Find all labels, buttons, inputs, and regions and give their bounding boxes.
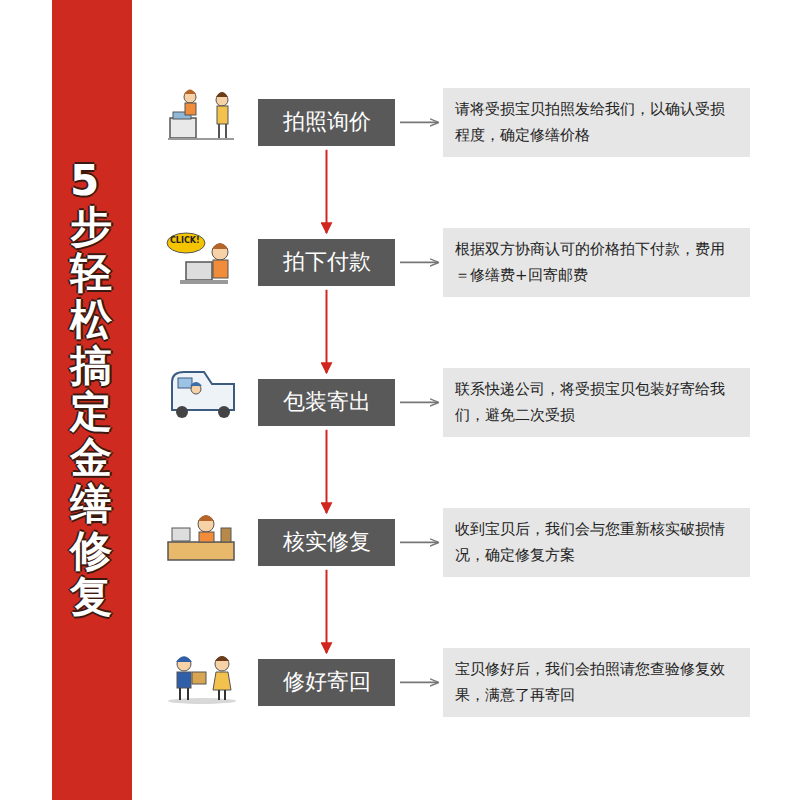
pointer-arrow	[400, 402, 438, 404]
description-box: 请将受损宝贝拍照发给我们，以确认受损程度，确定修缮价格	[443, 88, 750, 157]
pointer-arrow	[400, 542, 438, 544]
step-description: 收到宝贝后，我们会与您重新核实破损情况，确定修复方案	[455, 516, 738, 569]
description-box: 联系快递公司，将受损宝贝包装好寄给我们，避免二次受损	[443, 368, 750, 437]
courier-icon	[168, 656, 236, 704]
step-label: 拍下付款	[264, 247, 389, 278]
description-box: 收到宝贝后，我们会与您重新核实破损情况，确定修复方案	[443, 508, 750, 577]
description-box: 根据双方协商认可的价格拍下付款，费用＝修缮费+回寄邮费	[443, 228, 750, 297]
step-box: 拍照询价	[258, 99, 395, 146]
flow-arrow	[326, 430, 328, 513]
step-description: 请将受损宝贝拍照发给我们，以确认受损程度，确定修缮价格	[455, 96, 738, 149]
flow-arrow	[326, 570, 328, 653]
step-description: 宝贝修好后，我们会拍照请您查验修复效果，满意了再寄回	[455, 656, 738, 709]
step-description: 根据双方协商认可的价格拍下付款，费用＝修缮费+回寄邮费	[455, 236, 738, 289]
vertical-title: 5步轻松搞定金缮修复	[70, 158, 112, 620]
step-label: 核实修复	[264, 527, 389, 558]
step-label: 修好寄回	[264, 667, 389, 698]
pointer-arrow	[400, 262, 438, 264]
step-box: 包装寄出	[258, 379, 395, 426]
shop-icon	[168, 90, 234, 140]
bubble-label: CLICK!	[170, 236, 200, 245]
step-description: 联系快递公司，将受损宝贝包装好寄给我们，避免二次受损	[455, 376, 738, 429]
desk-icon	[168, 515, 234, 560]
flow-arrow	[326, 150, 328, 233]
flow-arrow	[326, 290, 328, 373]
description-box: 宝贝修好后，我们会拍照请您查验修复效果，满意了再寄回	[443, 648, 750, 717]
step-label: 包装寄出	[264, 387, 389, 418]
computer-icon	[167, 233, 228, 284]
pointer-arrow	[400, 122, 438, 124]
step-box: 修好寄回	[258, 659, 395, 706]
pointer-arrow	[400, 682, 438, 684]
van-icon	[172, 372, 234, 418]
step-box: 拍下付款	[258, 239, 395, 286]
step-label: 拍照询价	[264, 107, 389, 138]
step-box: 核实修复	[258, 519, 395, 566]
